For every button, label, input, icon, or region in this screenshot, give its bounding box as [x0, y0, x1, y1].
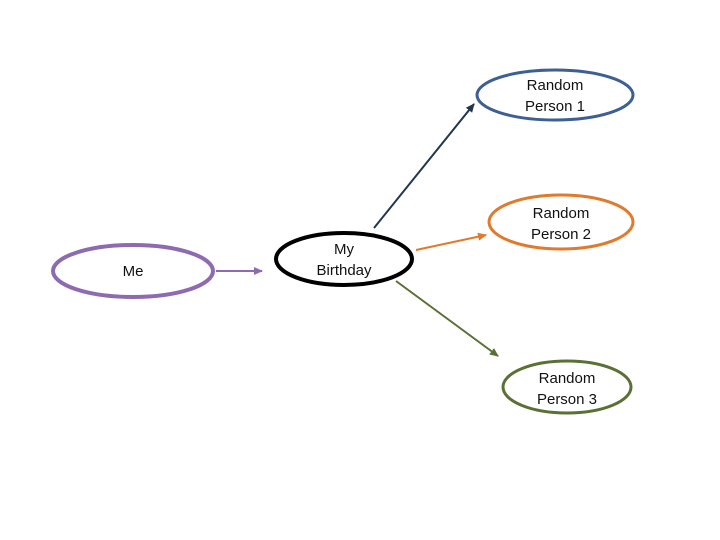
node-person3-ellipse	[501, 359, 633, 415]
node-person1-label-line2: Person 1	[525, 98, 585, 115]
edge-birthday-to-person2	[415, 232, 487, 251]
node-me-ellipse	[51, 243, 215, 299]
node-person3-label-line2: Person 3	[537, 391, 597, 408]
edge-birthday-to-person1	[373, 103, 475, 229]
node-birthday-label-line1: My	[334, 241, 354, 258]
node-person1: Random Person 1	[475, 68, 635, 122]
node-person3-label-line1: Random	[539, 370, 596, 387]
node-person2-label-line1: Random	[533, 205, 590, 222]
node-person3: Random Person 3	[501, 359, 633, 415]
node-me-label: Me	[123, 263, 144, 280]
node-person1-ellipse	[475, 68, 635, 122]
node-me: Me	[51, 243, 215, 299]
node-birthday-ellipse	[274, 231, 414, 287]
node-person2-ellipse	[487, 193, 635, 251]
edge-birthday-to-person3	[395, 280, 499, 357]
node-person2-label-line2: Person 2	[531, 226, 591, 243]
node-person2: Random Person 2	[487, 193, 635, 251]
node-person1-label-line1: Random	[527, 77, 584, 94]
node-birthday: My Birthday	[274, 231, 414, 287]
node-birthday-label-line2: Birthday	[316, 262, 372, 279]
